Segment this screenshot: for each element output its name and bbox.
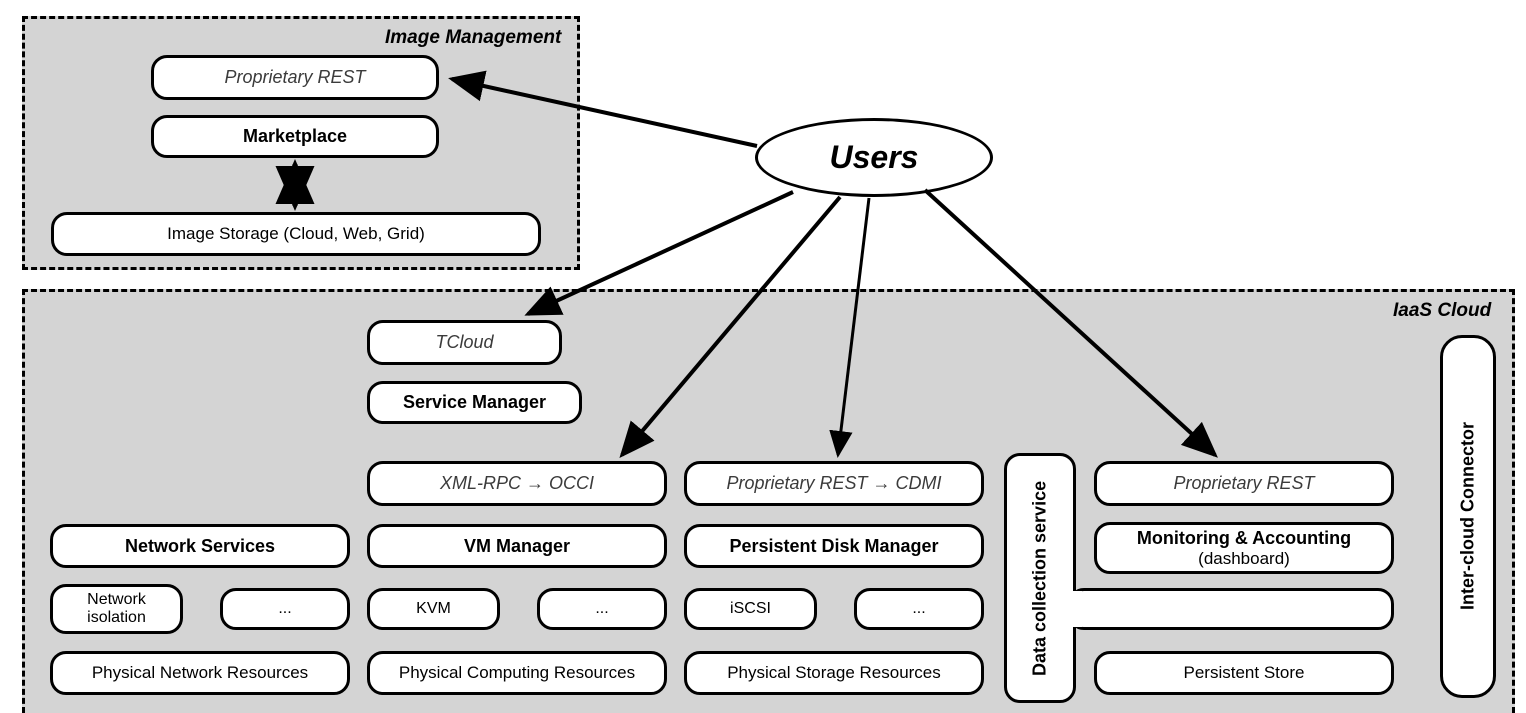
- box-network-isolation[interactable]: Network isolation: [50, 584, 183, 634]
- box-marketplace[interactable]: Marketplace: [151, 115, 439, 158]
- box-monitoring-driver-bar[interactable]: [1068, 588, 1394, 630]
- box-xmlrpc-occi[interactable]: XML-RPC → OCCI: [367, 461, 667, 506]
- actor-users[interactable]: Users: [755, 118, 993, 197]
- box-proprietary-rest-cdmi[interactable]: Proprietary REST → CDMI: [684, 461, 984, 506]
- box-monitoring-accounting-title: Monitoring & Accounting: [1136, 527, 1352, 548]
- box-network-driver-more[interactable]: ...: [220, 588, 350, 630]
- box-data-collection-service[interactable]: Data collection service: [1004, 453, 1076, 703]
- box-iscsi[interactable]: iSCSI: [684, 588, 817, 630]
- box-physical-computing-resources[interactable]: Physical Computing Resources: [367, 651, 667, 695]
- box-physical-storage-resources[interactable]: Physical Storage Resources: [684, 651, 984, 695]
- box-tcloud[interactable]: TCloud: [367, 320, 562, 365]
- box-persistent-store[interactable]: Persistent Store: [1094, 651, 1394, 695]
- box-persistent-disk-manager[interactable]: Persistent Disk Manager: [684, 524, 984, 568]
- box-image-proprietary-rest[interactable]: Proprietary REST: [151, 55, 439, 100]
- data-collection-join-mask: [1060, 591, 1082, 627]
- box-kvm[interactable]: KVM: [367, 588, 500, 630]
- box-physical-network-resources[interactable]: Physical Network Resources: [50, 651, 350, 695]
- region-image-management-label: Image Management: [385, 27, 562, 48]
- box-storage-driver-more[interactable]: ...: [854, 588, 984, 630]
- box-network-services[interactable]: Network Services: [50, 524, 350, 568]
- box-vm-manager[interactable]: VM Manager: [367, 524, 667, 568]
- region-iaas-cloud-label: IaaS Cloud: [1393, 300, 1492, 321]
- box-monitoring-proprietary-rest[interactable]: Proprietary REST: [1094, 461, 1394, 506]
- box-monitoring-accounting[interactable]: Monitoring & Accounting (dashboard): [1094, 522, 1394, 574]
- box-monitoring-accounting-subtitle: (dashboard): [1198, 548, 1290, 568]
- box-service-manager[interactable]: Service Manager: [367, 381, 582, 424]
- box-image-storage[interactable]: Image Storage (Cloud, Web, Grid): [51, 212, 541, 256]
- box-inter-cloud-connector[interactable]: Inter-cloud Connector: [1440, 335, 1496, 698]
- box-compute-driver-more[interactable]: ...: [537, 588, 667, 630]
